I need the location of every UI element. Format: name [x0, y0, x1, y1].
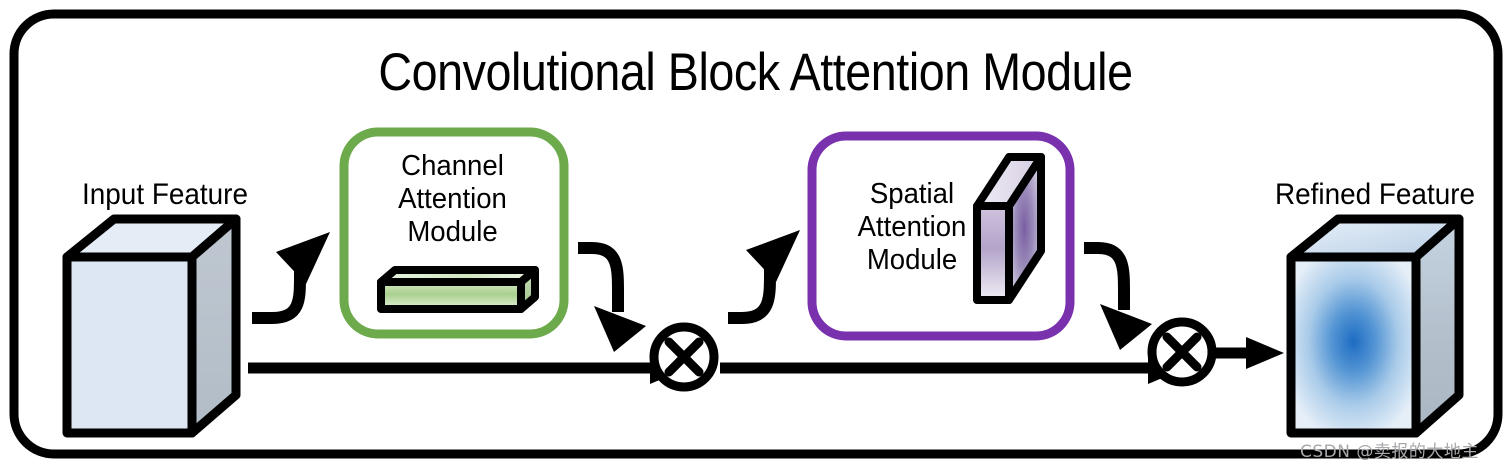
channel-attention-label-line-2: Attention: [398, 183, 507, 215]
input-feature-cube: [62, 214, 241, 438]
outer-border: [9, 9, 1503, 459]
spatial-attention-label-line-3: Module: [866, 244, 958, 276]
channel-attention-label: Channel Attention Module: [350, 150, 554, 249]
spatial-attention-label-line-1: Spatial: [869, 178, 955, 210]
edge-spatial-to-multiply2: [1084, 242, 1152, 350]
channel-attention-label-line-3: Module: [407, 216, 498, 248]
edge-input-to-multiply1: [248, 352, 688, 384]
multiply-operator-2[interactable]: [1147, 317, 1217, 387]
spatial-plate-3d-icon: [973, 153, 1045, 304]
edge-channel-to-multiply1: [578, 242, 646, 352]
edge-multiply1-to-multiply2: [720, 352, 1186, 384]
input-feature-label: Input Feature: [82, 178, 248, 211]
channel-attention-label-line-1: Channel: [401, 150, 504, 182]
page-title: Convolutional Block Attention Module: [378, 43, 1133, 102]
multiply-operator-1[interactable]: [649, 322, 719, 392]
refined-feature-label: Refined Feature: [1274, 178, 1476, 211]
edge-input-to-channel: [252, 232, 330, 324]
edge-multiply2-to-refined: [1213, 337, 1284, 369]
spatial-attention-label-line-2: Attention: [857, 211, 967, 243]
refined-feature-cube: [1286, 214, 1464, 438]
watermark: CSDN @卖报的大地主: [1300, 442, 1479, 462]
spatial-attention-label: Spatial Attention Module: [827, 178, 998, 277]
channel-bar-3d-icon: [377, 266, 539, 313]
edge-multiply1-to-spatial: [728, 230, 800, 324]
